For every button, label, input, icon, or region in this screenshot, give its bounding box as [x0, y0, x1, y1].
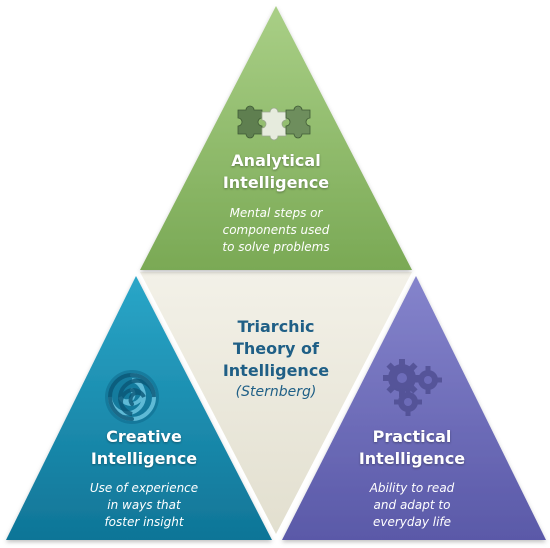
center-title-line-3: Intelligence [222, 361, 330, 380]
analytical-desc-line-1: Mental steps or [229, 206, 323, 220]
analytical-description: Mental steps or components used to solve… [176, 205, 376, 256]
practical-description: Ability to read and adapt to everyday li… [312, 480, 512, 531]
creative-desc-line-2: in ways that [107, 498, 181, 512]
center-title-line-1: Triarchic [237, 317, 315, 336]
practical-desc-line-3: everyday life [372, 515, 452, 529]
analytical-title: Analytical Intelligence [176, 150, 376, 194]
practical-title-line-2: Intelligence [358, 449, 466, 468]
practical-desc-line-1: Ability to read [369, 481, 455, 495]
swirl-icon [105, 370, 159, 424]
analytical-desc-line-3: to solve problems [222, 240, 330, 254]
creative-desc-line-1: Use of experience [89, 481, 199, 495]
center-title-line-2: Theory of [233, 339, 319, 358]
puzzle-pieces-icon [237, 105, 311, 141]
creative-title-line-2: Intelligence [90, 449, 198, 468]
creative-title-line-1: Creative [106, 427, 182, 446]
creative-title: Creative Intelligence [44, 426, 244, 470]
creative-description: Use of experience in ways that foster in… [44, 480, 244, 531]
practical-title-line-1: Practical [372, 427, 452, 446]
center-subtitle-text: (Sternberg) [235, 384, 317, 400]
center-title: Triarchic Theory of Intelligence [176, 316, 376, 382]
analytical-title-line-2: Intelligence [222, 173, 330, 192]
gears-icon [383, 359, 442, 416]
creative-desc-line-3: foster insight [104, 515, 184, 529]
center-triangle [140, 272, 412, 534]
practical-title: Practical Intelligence [312, 426, 512, 470]
analytical-desc-line-2: components used [222, 223, 330, 237]
analytical-title-line-1: Analytical [231, 151, 321, 170]
practical-desc-line-2: and adapt to [373, 498, 451, 512]
center-subtitle: (Sternberg) [176, 382, 376, 402]
